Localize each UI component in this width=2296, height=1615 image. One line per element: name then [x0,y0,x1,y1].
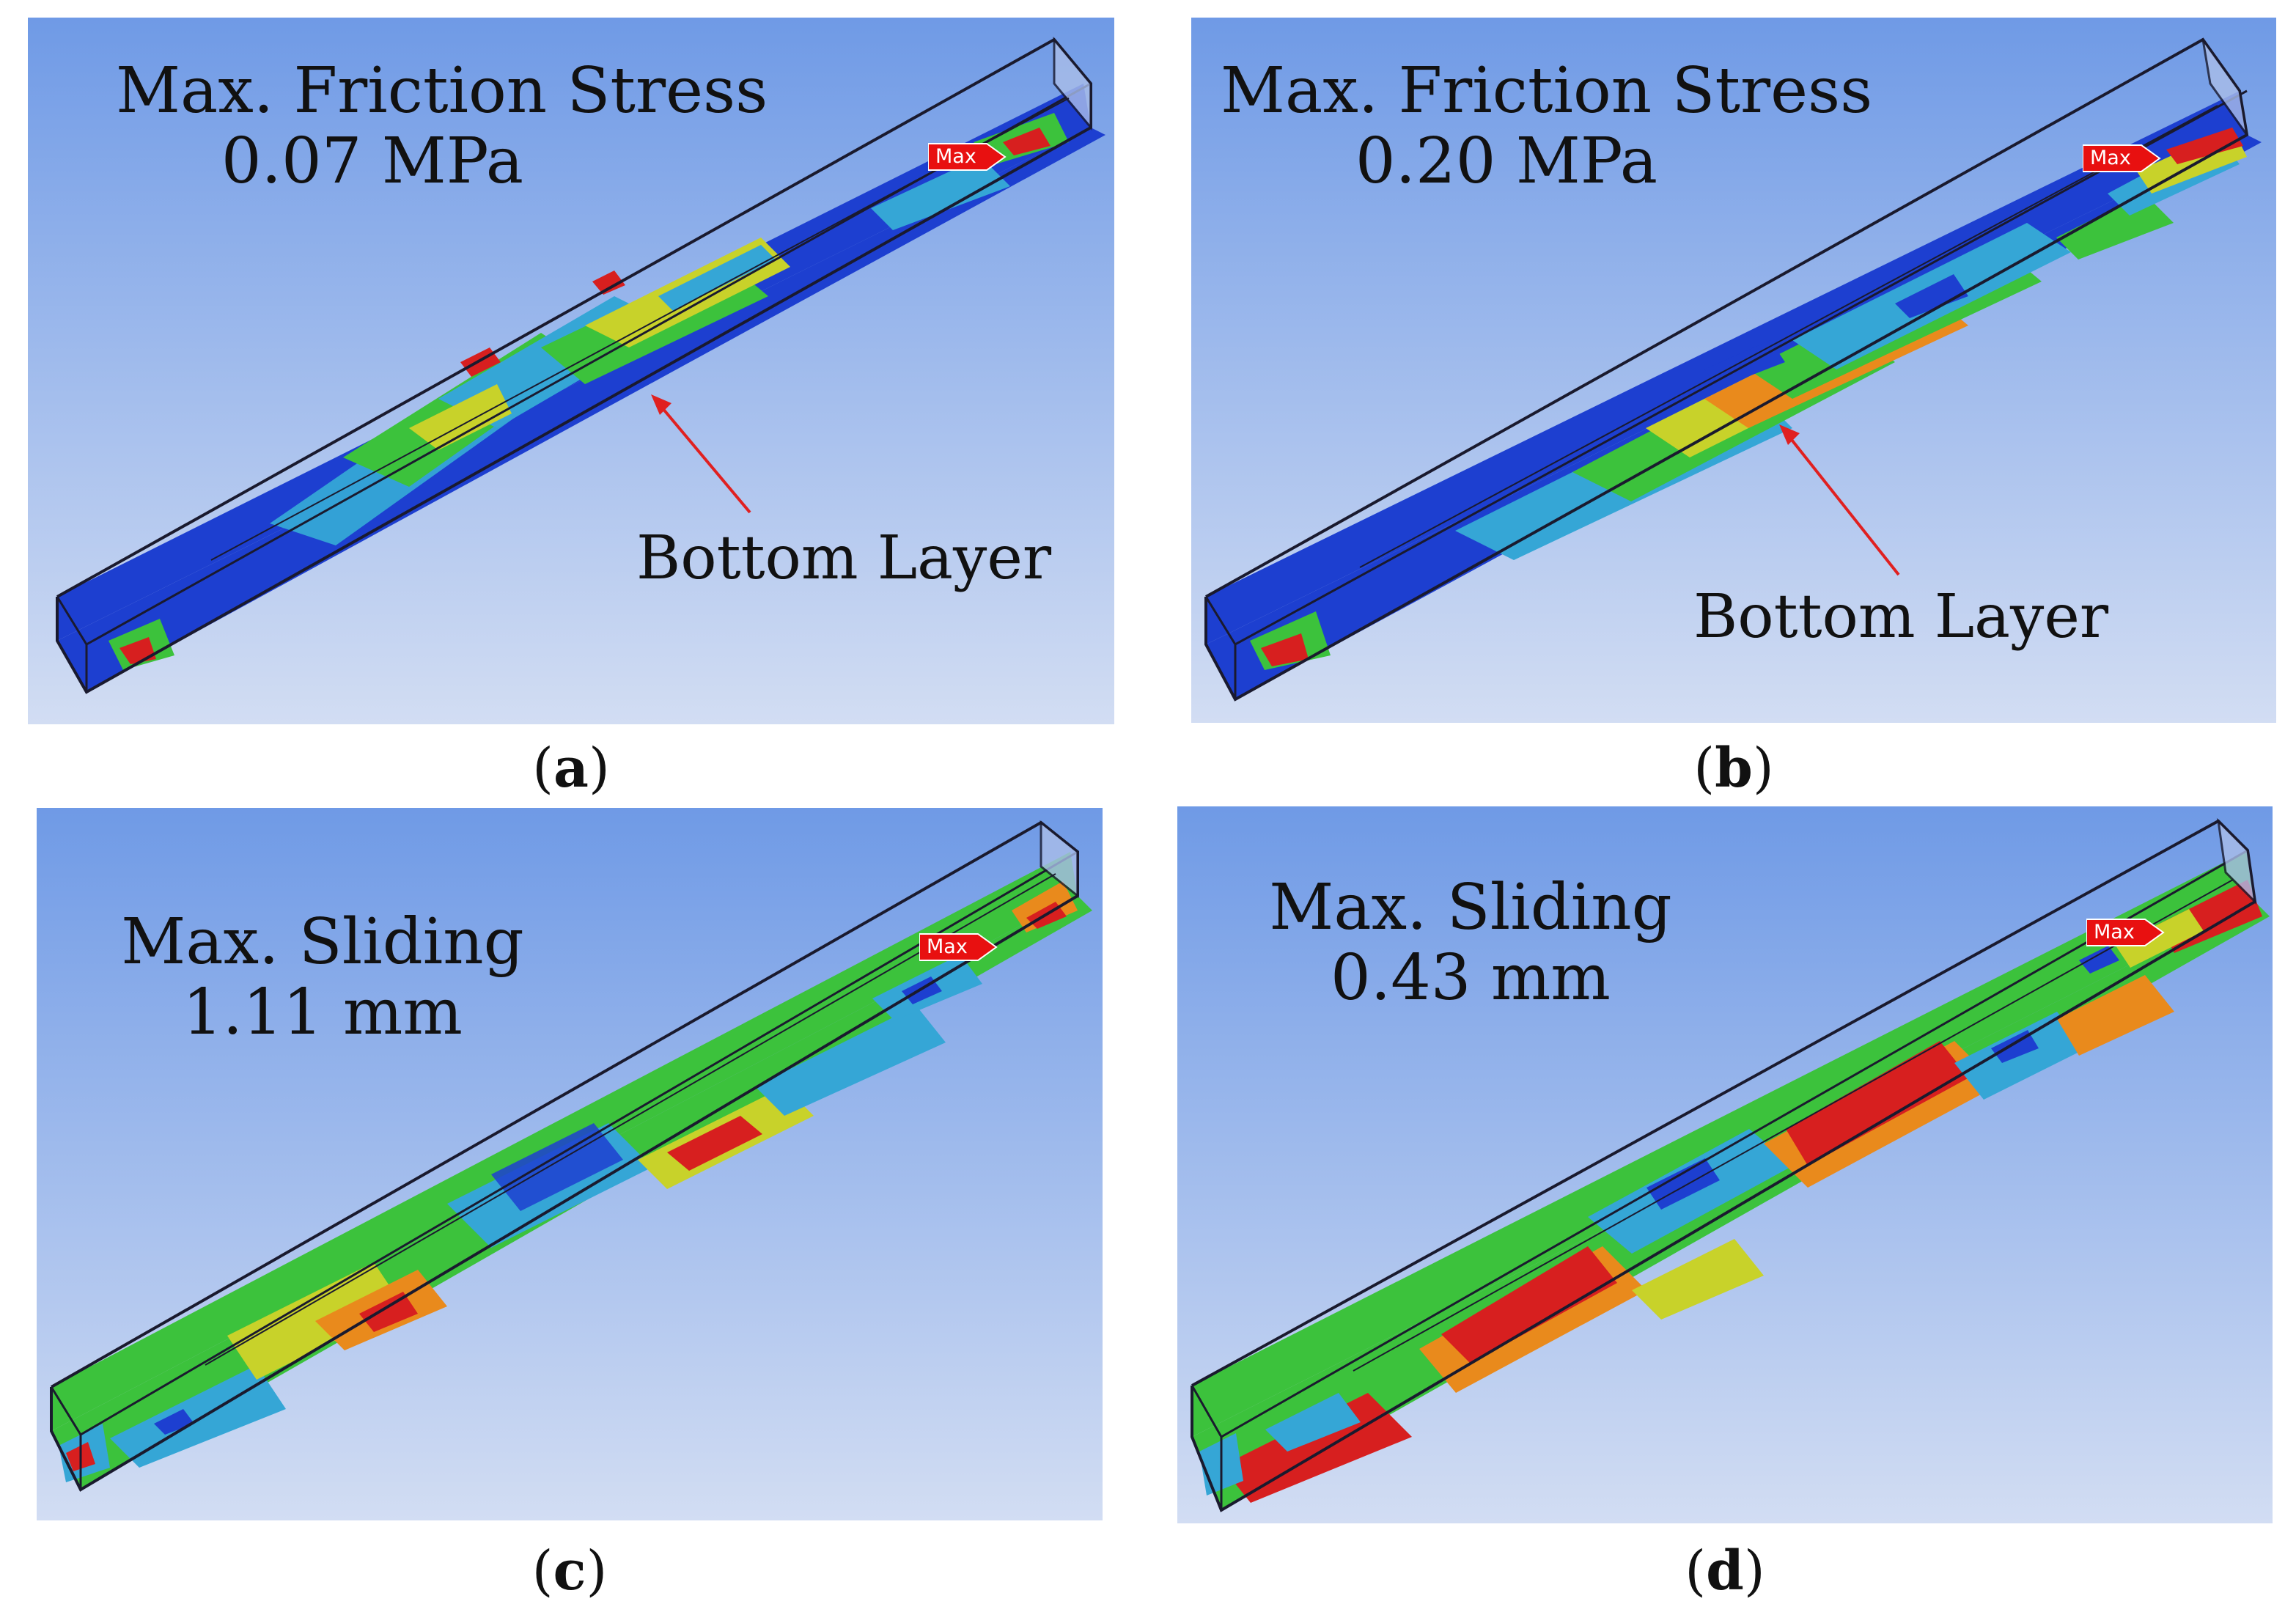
caption-b: (b) [1191,737,2276,800]
annotation-arrowhead [651,394,671,415]
caption-c: (c) [37,1539,1103,1603]
caption-open: ( [1693,737,1715,800]
title-line-2: 1.11 mm [183,976,463,1050]
max-tag-shape [2083,144,2161,172]
panel-d: Max. Sliding 0.43 mm Max [1177,806,2273,1523]
panel-a: Max. Friction Stress 0.07 MPa Bottom Lay… [28,18,1114,724]
caption-letter: a [553,737,589,800]
caption-open: ( [532,737,554,800]
title-line-1: Max. Sliding [1269,871,1672,944]
panel-title: Max. Friction Stress 0.07 MPa [116,54,768,199]
bottom-layer-label: Bottom Layer [1693,582,2109,652]
caption-letter: c [553,1539,586,1603]
panel-b: Max. Friction Stress 0.20 MPa Bottom Lay… [1191,18,2276,723]
title-line-2: 0.20 MPa [1355,125,1658,199]
panel-c: Max. Sliding 1.11 mm Max [37,808,1103,1520]
caption-letter: d [1706,1539,1744,1603]
annotation-arrow [653,397,751,514]
caption-close: ) [588,737,610,800]
beam-model [50,820,1092,1492]
max-tag-shape [928,143,1007,171]
caption-close: ) [1743,1539,1765,1603]
contour-plot-d [1177,806,2273,1523]
contour-plot-a [28,18,1114,724]
max-tag: Max [919,931,1000,963]
title-line-1: Max. Friction Stress [1221,54,1873,128]
caption-a: (a) [28,737,1114,800]
panel-title: Max. Friction Stress 0.20 MPa [1221,54,1873,199]
title-line-1: Max. Sliding [121,905,524,979]
max-tag-label: Max [2094,921,2135,943]
bottom-layer-label: Bottom Layer [636,523,1052,593]
max-tag-label: Max [927,935,968,958]
beam-model [1204,37,2262,702]
max-tag-shape [2086,919,2165,946]
beam-model [1191,817,2270,1512]
annotation-arrow [1782,428,1900,576]
caption-d: (d) [1177,1539,2273,1603]
max-tag: Max [2083,142,2163,174]
title-line-2: 0.43 mm [1331,941,1611,1015]
contour-plot-b [1191,18,2276,723]
title-line-1: Max. Friction Stress [116,54,768,128]
beam-model [56,36,1105,694]
caption-open: ( [531,1539,553,1603]
max-tag-label: Max [2090,147,2131,169]
contour-plot-c [37,808,1103,1520]
caption-close: ) [1752,737,1774,800]
caption-letter: b [1715,737,1753,800]
max-tag-label: Max [935,145,976,168]
panel-title: Max. Sliding 1.11 mm [110,907,535,1048]
caption-close: ) [586,1539,608,1603]
max-tag-shape [919,933,998,961]
title-line-2: 0.07 MPa [221,125,524,199]
annotation-arrowhead [1779,424,1800,445]
max-tag: Max [928,141,1009,173]
caption-open: ( [1685,1539,1707,1603]
max-tag: Max [2086,916,2167,949]
panel-title: Max. Sliding 0.43 mm [1243,872,1698,1014]
